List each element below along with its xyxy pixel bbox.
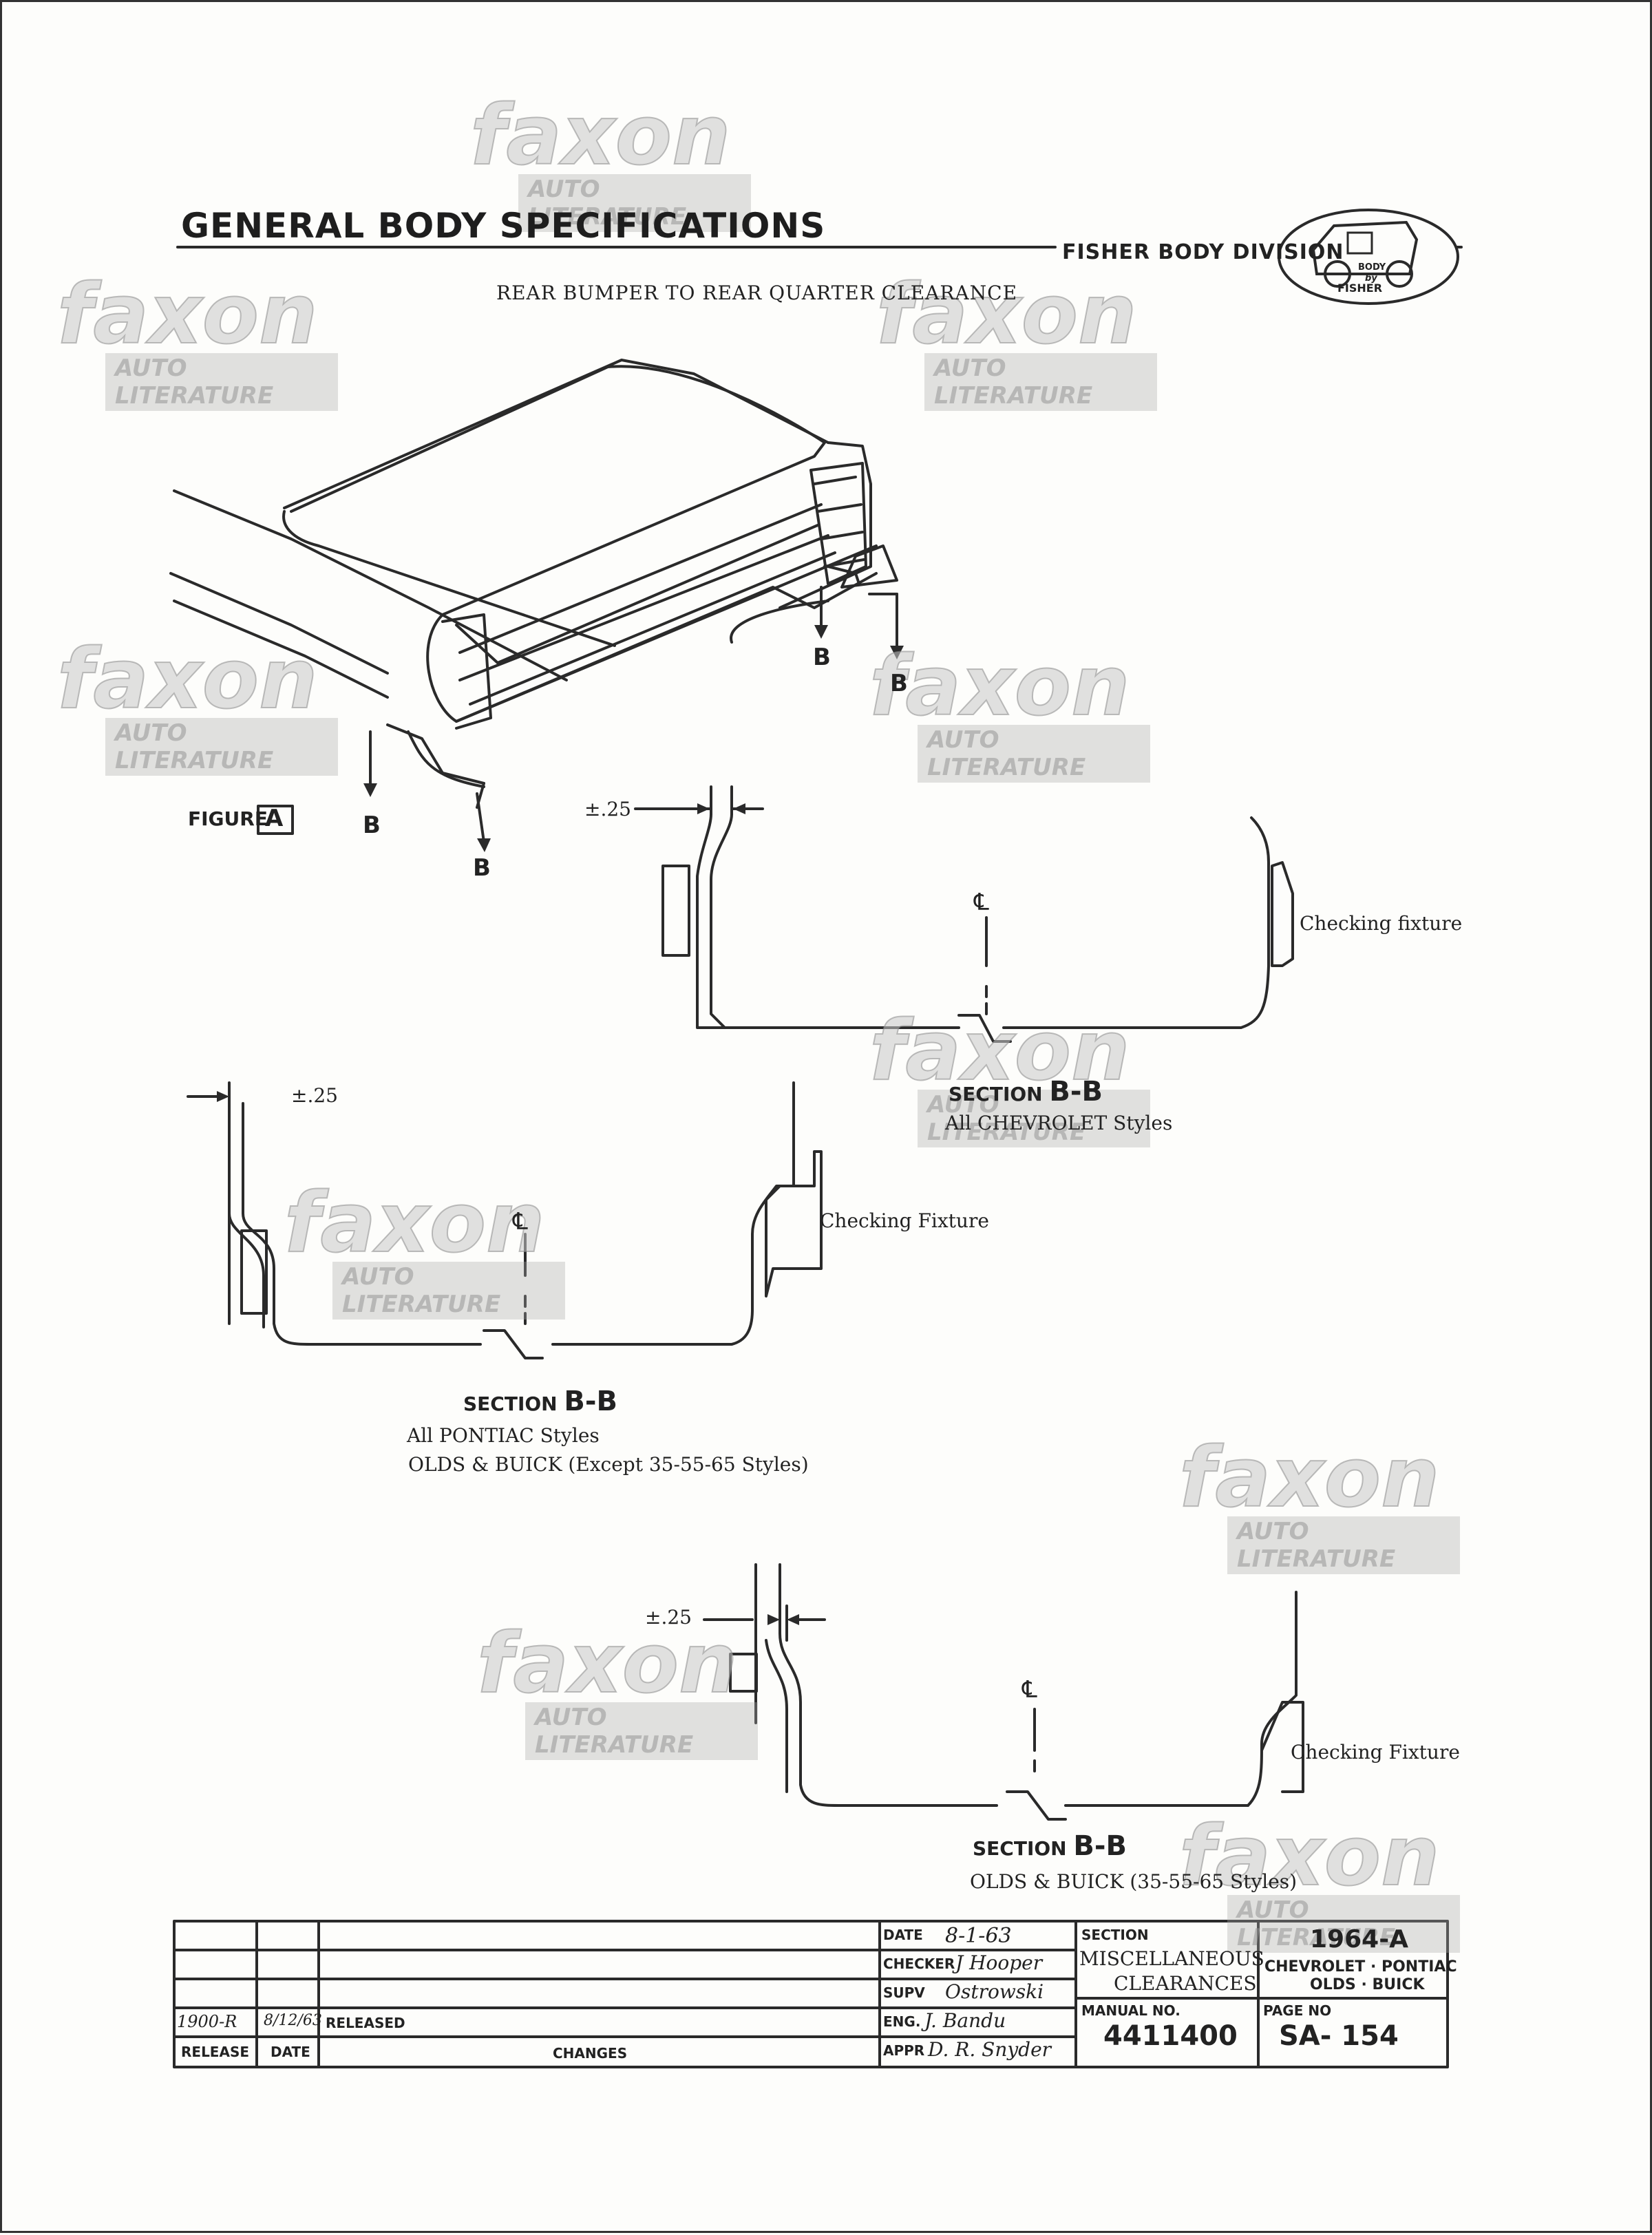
section-label: SECTION — [1081, 1927, 1149, 1943]
pontiac-caption-2: OLDS & BUICK (Except 35-55-65 Styles) — [408, 1453, 809, 1476]
release-value: 1900-R — [177, 2012, 237, 2031]
figure-letter: A — [265, 805, 284, 832]
model-year: 1964-A — [1310, 1925, 1408, 1953]
chevrolet-centerline: ℄ — [974, 889, 989, 916]
section-marker-b: B — [473, 854, 491, 882]
pontiac-fixture-label: Checking Fixture — [820, 1209, 989, 1232]
makes-line-2: OLDS · BUICK — [1310, 1976, 1425, 1993]
changes-column-header: CHANGES — [553, 2045, 628, 2062]
chevrolet-section-drawing — [634, 785, 1294, 1043]
chevrolet-fixture-label: Checking fixture — [1300, 912, 1463, 935]
figure-letter-box — [257, 805, 294, 835]
page-subtitle: REAR BUMPER TO REAR QUARTER CLEARANCE — [496, 282, 1018, 304]
released-text: RELEASED — [326, 2015, 405, 2031]
section-name-1: MISCELLANEOUS — [1079, 1947, 1264, 1970]
eng-signature: J. Bandu — [924, 2009, 1006, 2032]
olds-fixture-label: Checking Fixture — [1291, 1741, 1460, 1763]
logo-text-mid: by — [1365, 273, 1377, 284]
chevrolet-section-label: SECTION B-B — [949, 1076, 1103, 1108]
logo-text-bottom: FISHER — [1337, 282, 1383, 295]
logo-text-top: BODY — [1358, 262, 1386, 273]
supv-label: SUPV — [883, 1984, 925, 2001]
chevrolet-dimension: ±.25 — [584, 798, 631, 820]
manual-number: 4411400 — [1103, 2020, 1238, 2052]
page-no-label: PAGE NO — [1263, 2002, 1332, 2019]
checker-label: CHECKER — [883, 1956, 955, 1972]
release-column-header: RELEASE — [181, 2044, 250, 2060]
olds-section-label: SECTION B-B — [973, 1830, 1127, 1862]
date-column-header: DATE — [271, 2044, 310, 2060]
appr-signature: D. R. Snyder — [928, 2038, 1052, 2061]
makes-line-1: CHEVROLET · PONTIAC — [1264, 1958, 1457, 1976]
release-date-value: 8/12/63 — [264, 2012, 322, 2029]
manual-label: MANUAL NO. — [1081, 2002, 1180, 2019]
car-rear-perspective — [169, 359, 898, 843]
pontiac-caption-1: All PONTIAC Styles — [407, 1424, 600, 1447]
appr-label: APPR — [883, 2042, 925, 2059]
division-name: FISHER BODY DIVISION — [1062, 240, 1344, 264]
checker-signature: J Hooper — [955, 1951, 1043, 1974]
eng-label: ENG. — [883, 2013, 921, 2030]
section-marker-b: B — [890, 670, 908, 697]
section-name-2: CLEARANCES — [1114, 1972, 1257, 1995]
date-label: DATE — [883, 1927, 923, 1943]
title-block-grid — [173, 1920, 1449, 2068]
olds-dimension: ±.25 — [645, 1606, 692, 1629]
section-marker-b: B — [363, 812, 381, 839]
pontiac-dimension: ±.25 — [291, 1084, 338, 1107]
olds-centerline: ℄ — [1022, 1676, 1037, 1704]
figure-label: FIGURE — [188, 807, 268, 830]
drawing-date: 8-1-63 — [945, 1924, 1012, 1948]
pontiac-centerline: ℄ — [513, 1208, 528, 1236]
chevrolet-caption: All CHEVROLET Styles — [945, 1112, 1173, 1134]
pontiac-section-label: SECTION B-B — [463, 1386, 617, 1417]
page-title: GENERAL BODY SPECIFICATIONS — [181, 206, 826, 246]
pontiac-section-drawing — [187, 1081, 823, 1359]
fisher-body-logo — [1278, 209, 1459, 305]
supv-signature: Ostrowski — [945, 1980, 1044, 2003]
page-number: SA- 154 — [1279, 2020, 1399, 2052]
olds-buick-section-drawing — [703, 1563, 1304, 1821]
section-marker-b: B — [813, 644, 831, 671]
olds-caption: OLDS & BUICK (35-55-65 Styles) — [970, 1870, 1298, 1893]
